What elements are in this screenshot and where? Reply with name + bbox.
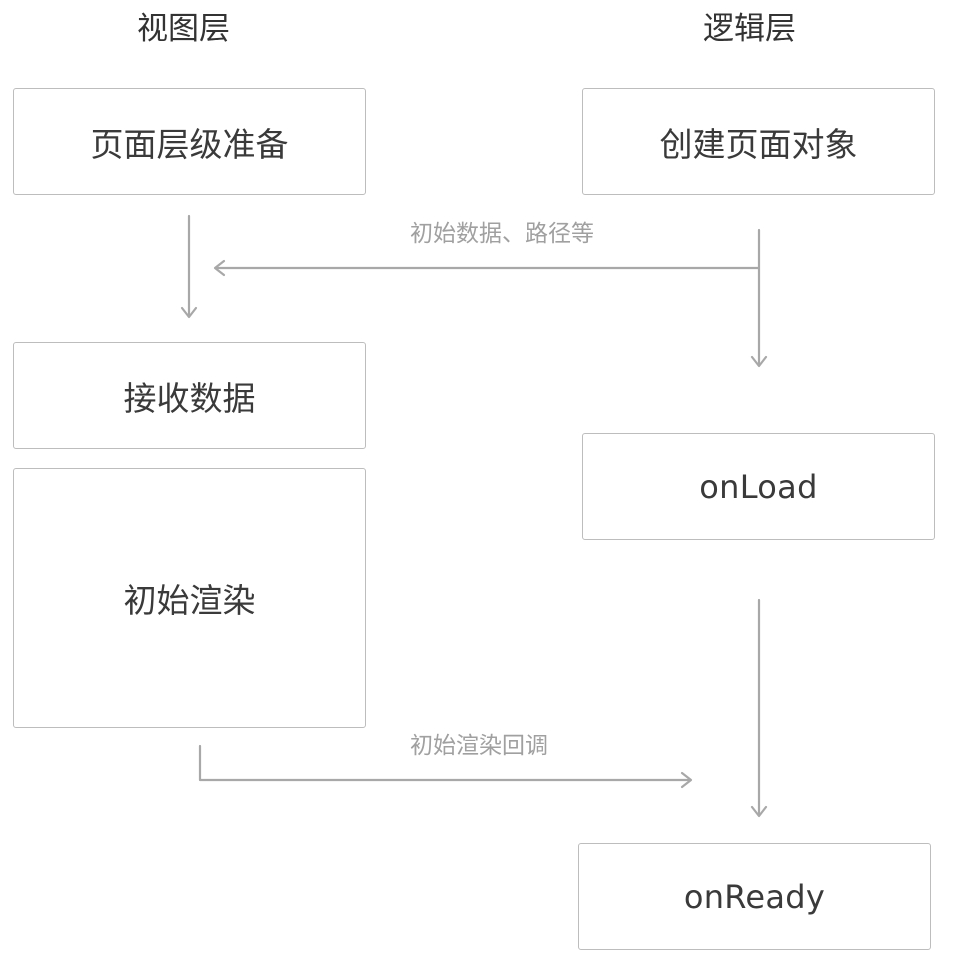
receive-data-label: 接收数据 bbox=[123, 378, 256, 418]
page-hierarchy-prepare-box: 页面层级准备 bbox=[13, 88, 366, 195]
arrow-initial-data-to-view bbox=[213, 259, 761, 277]
onload-label: onLoad bbox=[699, 467, 818, 506]
create-page-object-box: 创建页面对象 bbox=[582, 88, 935, 195]
onload-box: onLoad bbox=[582, 433, 935, 540]
onready-label: onReady bbox=[683, 877, 826, 916]
initial-render-label: 初始渲染 bbox=[123, 581, 256, 620]
initial-render-callback-label: 初始渲染回调 bbox=[410, 733, 548, 759]
create-page-object-label: 创建页面对象 bbox=[659, 124, 858, 164]
arrow-create-to-onload bbox=[750, 228, 768, 368]
view-layer-title: 视图层 bbox=[137, 11, 230, 47]
arrow-onload-to-onready bbox=[750, 598, 768, 818]
arrow-render-callback-to-logic bbox=[198, 744, 693, 789]
initial-render-box: 初始渲染 bbox=[13, 468, 366, 728]
initial-data-path-label: 初始数据、路径等 bbox=[410, 221, 594, 247]
page-hierarchy-prepare-label: 页面层级准备 bbox=[90, 124, 289, 164]
arrow-prepare-to-receive bbox=[180, 214, 198, 319]
receive-data-box: 接收数据 bbox=[13, 342, 366, 449]
onready-box: onReady bbox=[578, 843, 931, 950]
logic-layer-title: 逻辑层 bbox=[703, 11, 796, 47]
